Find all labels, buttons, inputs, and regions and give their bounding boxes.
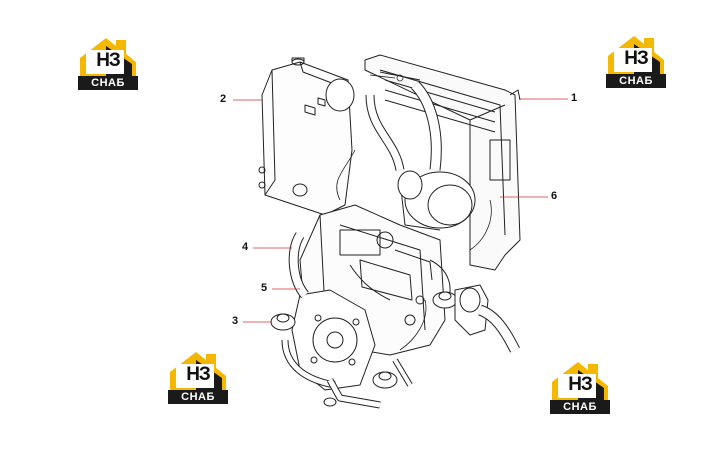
brand-logo-top-left: НЗ СНАБ xyxy=(76,32,140,96)
flywheel-housing xyxy=(291,289,376,391)
logo-house-icon xyxy=(78,38,138,90)
callout-5: 5 xyxy=(261,282,268,294)
brand-logo-bottom-left: НЗ СНАБ xyxy=(166,346,230,410)
brand-logo-bottom-right: НЗ СНАБ xyxy=(548,356,612,420)
side-pipe xyxy=(288,232,310,299)
brand-logo-top-right: НЗ СНАБ xyxy=(604,30,668,94)
callout-2: 2 xyxy=(220,93,227,105)
logo-mark: НЗ xyxy=(568,374,593,395)
callout-3: 3 xyxy=(232,315,239,327)
wiring xyxy=(336,74,492,351)
callout-1: 1 xyxy=(571,92,578,104)
air-filter xyxy=(397,170,476,231)
logo-house-icon xyxy=(550,362,610,414)
logo-word: СНАБ xyxy=(563,401,597,413)
logo-mark: НЗ xyxy=(624,48,649,69)
logo-word: СНАБ xyxy=(181,391,215,403)
expansion-tank xyxy=(258,57,355,216)
logo-word: СНАБ xyxy=(91,77,125,89)
logo-mark: НЗ xyxy=(186,364,211,385)
logo-mark: НЗ xyxy=(96,50,121,71)
engine-mounts xyxy=(270,291,458,389)
muffler xyxy=(454,284,520,353)
leader-lines xyxy=(233,98,568,323)
callout-6: 6 xyxy=(551,190,558,202)
logo-house-icon xyxy=(168,352,228,404)
logo-house-icon xyxy=(606,36,666,88)
intake-pipes xyxy=(365,71,442,171)
subframe xyxy=(281,339,413,409)
radiator xyxy=(364,54,521,271)
callout-4: 4 xyxy=(242,241,249,253)
logo-word: СНАБ xyxy=(619,75,653,87)
